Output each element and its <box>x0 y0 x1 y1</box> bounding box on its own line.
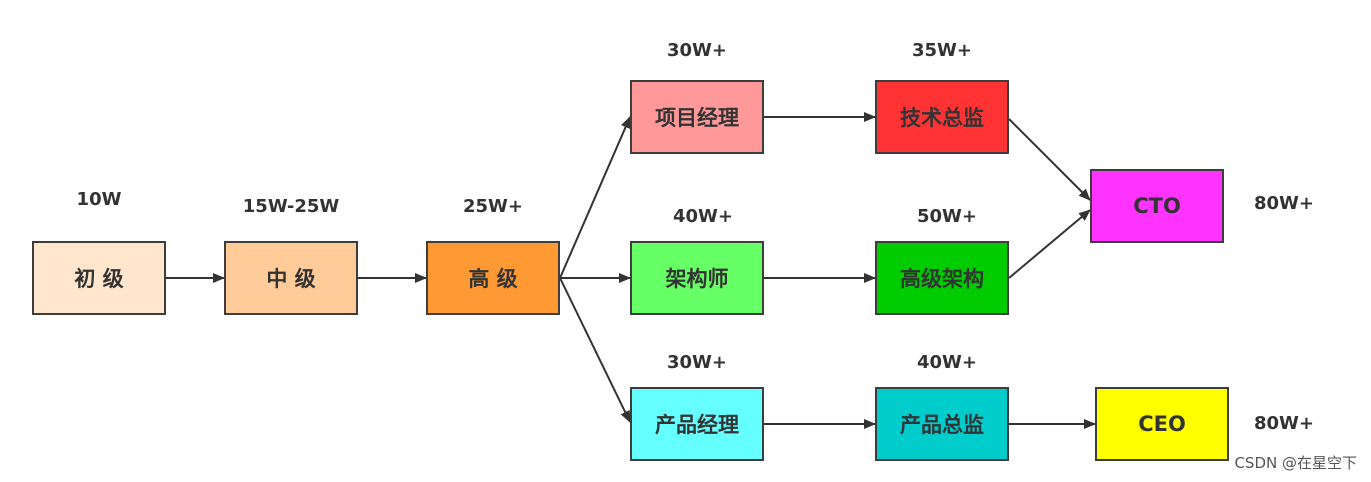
node-tech-director-label: 技术总监 <box>900 106 984 130</box>
salary-cto: 80W+ <box>1254 193 1314 214</box>
node-junior-label: 初 级 <box>74 267 124 291</box>
node-product-manager: 产品经理 <box>630 387 764 461</box>
node-senior: 高 级 <box>426 241 560 315</box>
salary-product-manager: 30W+ <box>667 352 727 373</box>
node-product-manager-label: 产品经理 <box>655 413 739 437</box>
node-ceo: CEO <box>1095 387 1229 461</box>
node-cto: CTO <box>1090 169 1224 243</box>
node-product-director: 产品总监 <box>875 387 1009 461</box>
salary-senior-architect: 50W+ <box>917 206 977 227</box>
arrow-senior-to-product-manager <box>559 277 631 423</box>
node-senior-label: 高 级 <box>468 267 518 291</box>
salary-senior: 25W+ <box>463 196 523 217</box>
node-ceo-label: CEO <box>1138 412 1186 436</box>
arrow-tech-director-to-cto <box>1008 118 1091 201</box>
salary-project-manager: 30W+ <box>667 40 727 61</box>
salary-ceo: 80W+ <box>1254 413 1314 434</box>
node-senior-architect-label: 高级架构 <box>900 267 984 291</box>
node-architect: 架构师 <box>630 241 764 315</box>
salary-architect: 40W+ <box>673 206 733 227</box>
node-senior-architect: 高级架构 <box>875 241 1009 315</box>
salary-tech-director: 35W+ <box>912 40 972 61</box>
node-product-director-label: 产品总监 <box>900 413 984 437</box>
node-middle-label: 中 级 <box>266 267 316 291</box>
node-architect-label: 架构师 <box>665 267 729 291</box>
salary-product-director: 40W+ <box>917 352 977 373</box>
salary-junior: 10W <box>76 189 122 210</box>
arrow-senior-architect-to-cto <box>1008 209 1091 279</box>
node-tech-director: 技术总监 <box>875 80 1009 154</box>
salary-middle: 15W-25W <box>242 196 340 217</box>
node-project-manager-label: 项目经理 <box>655 106 739 130</box>
watermark: CSDN @在星空下 <box>1234 454 1357 472</box>
arrow-senior-to-project-manager <box>559 116 631 279</box>
node-junior: 初 级 <box>32 241 166 315</box>
node-cto-label: CTO <box>1133 194 1181 218</box>
node-project-manager: 项目经理 <box>630 80 764 154</box>
node-middle: 中 级 <box>224 241 358 315</box>
